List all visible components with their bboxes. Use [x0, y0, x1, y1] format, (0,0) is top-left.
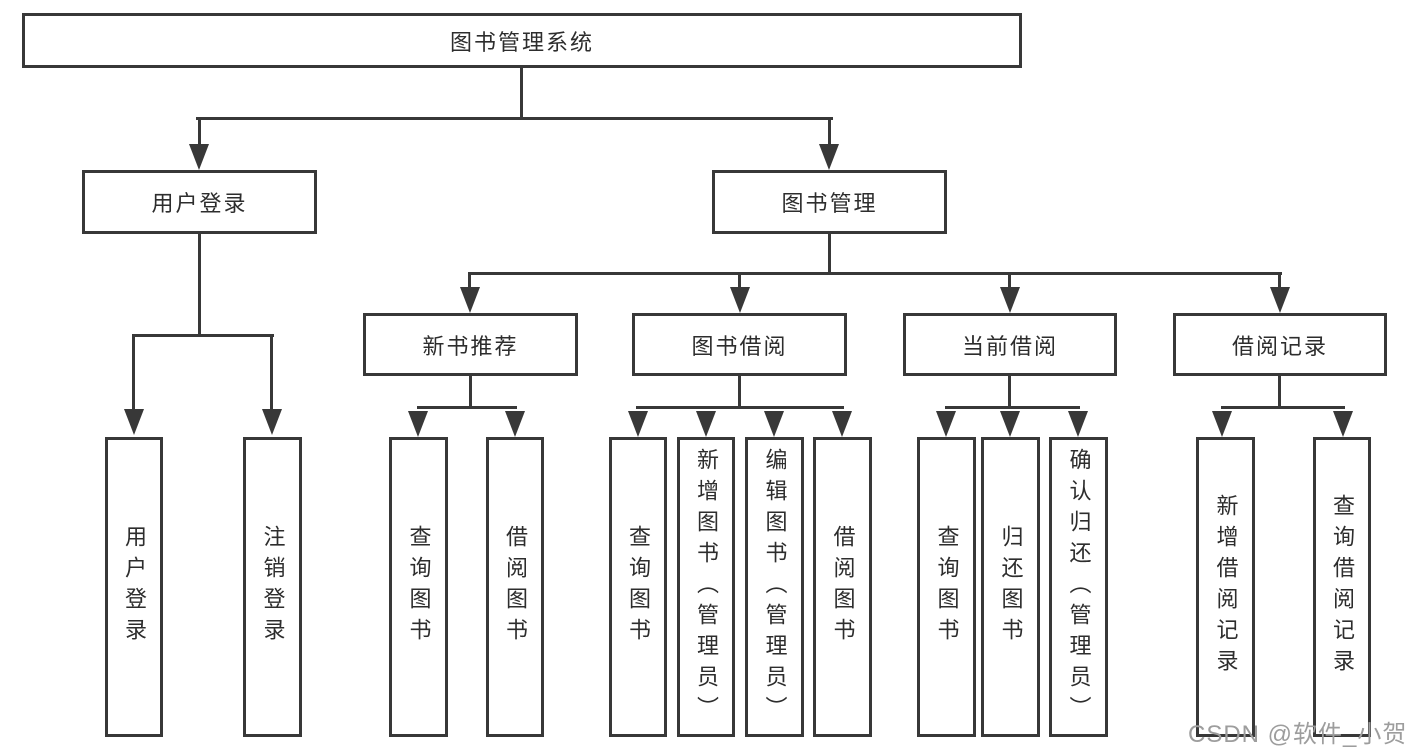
- csdn-watermark: CSDN @软件_小贺同学: [1188, 721, 1405, 747]
- node-new-book-recommendation-label: 新书推荐: [422, 333, 519, 359]
- arrow-down-icon: [819, 144, 839, 170]
- leaf-query-books-recommend-label: 查询图书: [406, 525, 432, 649]
- leaf-borrow-books-recommend-label: 借阅图书: [503, 525, 528, 649]
- arrow-down-icon: [1000, 287, 1020, 313]
- connector-line: [945, 406, 1080, 409]
- arrow-down-icon: [262, 409, 282, 435]
- arrow-down-icon: [1270, 287, 1290, 313]
- arrow-down-icon: [832, 411, 852, 437]
- node-user-login-label: 用户登录: [151, 191, 248, 216]
- leaf-query-borrow-record: 查询借阅记录: [1313, 437, 1371, 737]
- node-book-borrowing-label: 图书借阅: [691, 333, 788, 359]
- node-borrowing-records-label: 借阅记录: [1231, 333, 1328, 359]
- connector-line: [828, 117, 831, 147]
- node-new-book-recommendation: 新书推荐: [363, 313, 578, 376]
- connector-line: [1278, 376, 1281, 409]
- node-library-system: 图书管理系统: [22, 13, 1022, 68]
- connector-line: [738, 376, 741, 409]
- arrow-down-icon: [628, 411, 648, 437]
- leaf-query-books-current-label: 查询图书: [934, 525, 960, 649]
- connector-line: [468, 272, 1282, 275]
- leaf-edit-book-admin-label: 编辑图书（管理员）: [762, 447, 788, 727]
- leaf-query-books-recommend: 查询图书: [389, 437, 448, 737]
- leaf-confirm-return-admin: 确认归还（管理员）: [1049, 437, 1108, 737]
- arrow-down-icon: [1212, 411, 1232, 437]
- arrow-down-icon: [408, 411, 428, 437]
- connector-line: [1278, 272, 1281, 288]
- arrow-down-icon: [936, 411, 956, 437]
- arrow-down-icon: [1333, 411, 1353, 437]
- leaf-user-login-label: 用户登录: [122, 525, 147, 649]
- connector-line: [132, 334, 135, 411]
- leaf-add-borrow-record-label: 新增借阅记录: [1213, 494, 1239, 680]
- node-borrowing-records: 借阅记录: [1173, 313, 1387, 376]
- arrow-down-icon: [764, 411, 784, 437]
- connector-line: [468, 272, 471, 288]
- connector-line: [196, 117, 833, 120]
- leaf-add-book-admin: 新增图书（管理员）: [677, 437, 735, 737]
- leaf-edit-book-admin: 编辑图书（管理员）: [745, 437, 804, 737]
- leaf-logout: 注销登录: [243, 437, 302, 737]
- node-user-login: 用户登录: [82, 170, 317, 234]
- connector-line: [198, 117, 201, 147]
- leaf-add-book-admin-label: 新增图书（管理员）: [694, 447, 719, 727]
- arrow-down-icon: [505, 411, 525, 437]
- leaf-confirm-return-admin-label: 确认归还（管理员）: [1066, 447, 1092, 727]
- arrow-down-icon: [696, 411, 716, 437]
- arrow-down-icon: [124, 409, 144, 435]
- leaf-query-books-borrowing: 查询图书: [609, 437, 667, 737]
- connector-line: [270, 334, 273, 411]
- leaf-query-borrow-record-label: 查询借阅记录: [1330, 494, 1355, 680]
- leaf-user-login: 用户登录: [105, 437, 163, 737]
- arrow-down-icon: [1000, 411, 1020, 437]
- node-book-management-label: 图书管理: [781, 191, 878, 216]
- node-book-management: 图书管理: [712, 170, 947, 234]
- leaf-add-borrow-record: 新增借阅记录: [1196, 437, 1255, 737]
- arrow-down-icon: [730, 287, 750, 313]
- leaf-return-books: 归还图书: [981, 437, 1040, 737]
- leaf-borrow-books-borrowing: 借阅图书: [813, 437, 872, 737]
- arrow-down-icon: [189, 144, 209, 170]
- leaf-query-books-borrowing-label: 查询图书: [626, 525, 651, 649]
- connector-line: [1008, 376, 1011, 409]
- arrow-down-icon: [460, 287, 480, 313]
- connector-line: [636, 406, 844, 409]
- connector-line: [198, 234, 201, 337]
- leaf-logout-label: 注销登录: [260, 525, 286, 649]
- arrow-down-icon: [1068, 411, 1088, 437]
- connector-line: [1221, 406, 1345, 409]
- connector-line: [828, 234, 831, 275]
- connector-line: [738, 272, 741, 288]
- leaf-borrow-books-recommend: 借阅图书: [486, 437, 544, 737]
- node-current-borrowing-label: 当前借阅: [961, 333, 1058, 359]
- leaf-return-books-label: 归还图书: [998, 525, 1024, 649]
- node-current-borrowing: 当前借阅: [903, 313, 1117, 376]
- connector-line: [469, 376, 472, 409]
- node-book-borrowing: 图书借阅: [632, 313, 847, 376]
- node-library-system-label: 图书管理系统: [449, 29, 594, 55]
- connector-line: [1008, 272, 1011, 288]
- connector-line: [132, 334, 274, 337]
- connector-line: [520, 68, 523, 120]
- connector-line: [417, 406, 517, 409]
- leaf-borrow-books-borrowing-label: 借阅图书: [830, 525, 856, 649]
- leaf-query-books-current: 查询图书: [917, 437, 976, 737]
